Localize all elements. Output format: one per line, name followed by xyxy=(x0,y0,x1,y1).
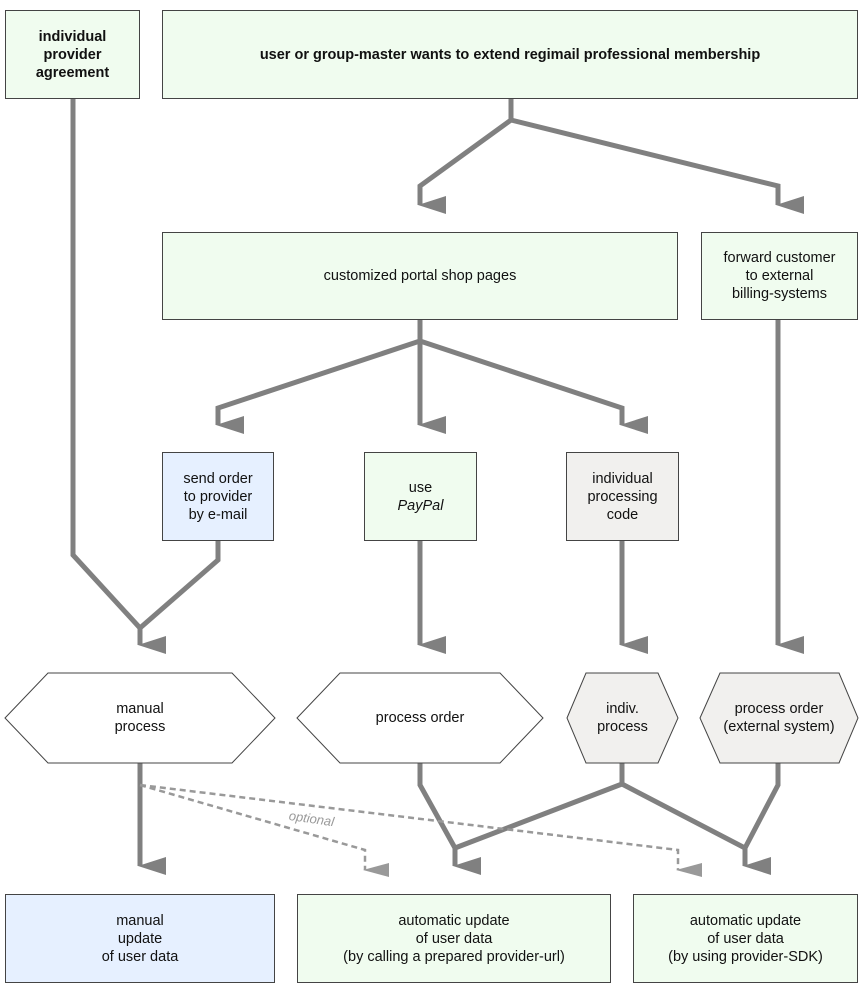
edge-indivprocess-to-autourl xyxy=(454,763,625,851)
edge-extend-to-portal xyxy=(417,99,514,214)
node-text: of user data xyxy=(415,930,493,947)
hex-process-external-label: process order (external system) xyxy=(700,673,858,763)
hex-indiv-process xyxy=(566,672,679,764)
edge-optional-to-autosdk xyxy=(139,783,702,877)
node-text: forward customer xyxy=(723,250,836,266)
node-text: process xyxy=(597,719,648,735)
node-send-order: send order to provider by e-mail xyxy=(162,452,274,541)
node-extend-membership: user or group-master wants to extend reg… xyxy=(162,10,858,99)
node-auto-update-sdk: automatic update of user data (by using … xyxy=(633,894,858,983)
node-manual-update: manual update of user data xyxy=(5,894,275,983)
node-text: individual xyxy=(38,28,107,45)
hex-process-external xyxy=(699,672,859,764)
node-text: indiv. xyxy=(606,701,639,717)
node-provider-agreement: individual provider agreement xyxy=(5,10,140,99)
edge-portal-to-indivcode xyxy=(419,338,648,434)
node-text: process order xyxy=(375,710,465,726)
edge-extend-to-forward xyxy=(510,117,804,214)
node-text: automatic update xyxy=(689,912,802,929)
node-text: customized portal shop pages xyxy=(323,268,517,284)
node-forward-customer: forward customer to external billing-sys… xyxy=(701,232,858,320)
node-text: individual xyxy=(592,470,653,487)
node-use-paypal: use PayPal xyxy=(364,452,477,541)
node-text: to external xyxy=(745,268,814,284)
edge-portal-to-sendorder xyxy=(215,320,423,434)
node-text: code xyxy=(606,506,639,523)
node-text: agreement xyxy=(35,64,110,81)
node-text: (by calling a prepared provider-url) xyxy=(343,948,565,965)
edge-external-to-autosdk xyxy=(742,763,781,850)
edge-optional-to-autourl xyxy=(139,783,389,877)
node-text: processing xyxy=(587,488,658,505)
node-text: of user data xyxy=(707,930,784,947)
hex-manual-process-label: manual process xyxy=(5,673,275,763)
node-text: to provider xyxy=(183,488,253,505)
node-text: PayPal xyxy=(397,497,444,514)
hex-manual-process xyxy=(4,672,276,764)
node-text: update xyxy=(117,930,163,947)
edge-sendorder-to-manual xyxy=(137,541,221,654)
node-text: user or group-master wants to extend reg… xyxy=(259,46,761,63)
hex-process-order xyxy=(296,672,544,764)
edge-processorder-to-autourl xyxy=(417,763,481,875)
node-text: (by using provider-SDK) xyxy=(668,948,823,965)
node-text: use xyxy=(408,479,433,496)
node-text: process xyxy=(114,719,166,735)
node-text: manual xyxy=(116,912,164,929)
node-portal-shop: customized portal shop pages xyxy=(162,232,678,320)
node-text: (external system) xyxy=(723,719,835,735)
edge-indivprocess-to-autosdk xyxy=(620,781,771,875)
node-text: process order xyxy=(734,701,824,717)
node-text: by e-mail xyxy=(188,506,248,523)
node-text: provider xyxy=(43,46,102,63)
node-indiv-code: individual processing code xyxy=(566,452,679,541)
node-auto-update-url: automatic update of user data (by callin… xyxy=(297,894,611,983)
node-text: send order xyxy=(183,470,253,487)
hex-indiv-process-label: indiv. process xyxy=(567,673,678,763)
node-text: manual xyxy=(116,701,164,717)
hex-process-order-label: process order xyxy=(297,673,543,763)
edge-agreement-to-manual xyxy=(70,99,142,630)
node-text: automatic update xyxy=(398,912,510,929)
node-text: billing-systems xyxy=(731,286,828,302)
node-text: of user data xyxy=(101,948,179,965)
